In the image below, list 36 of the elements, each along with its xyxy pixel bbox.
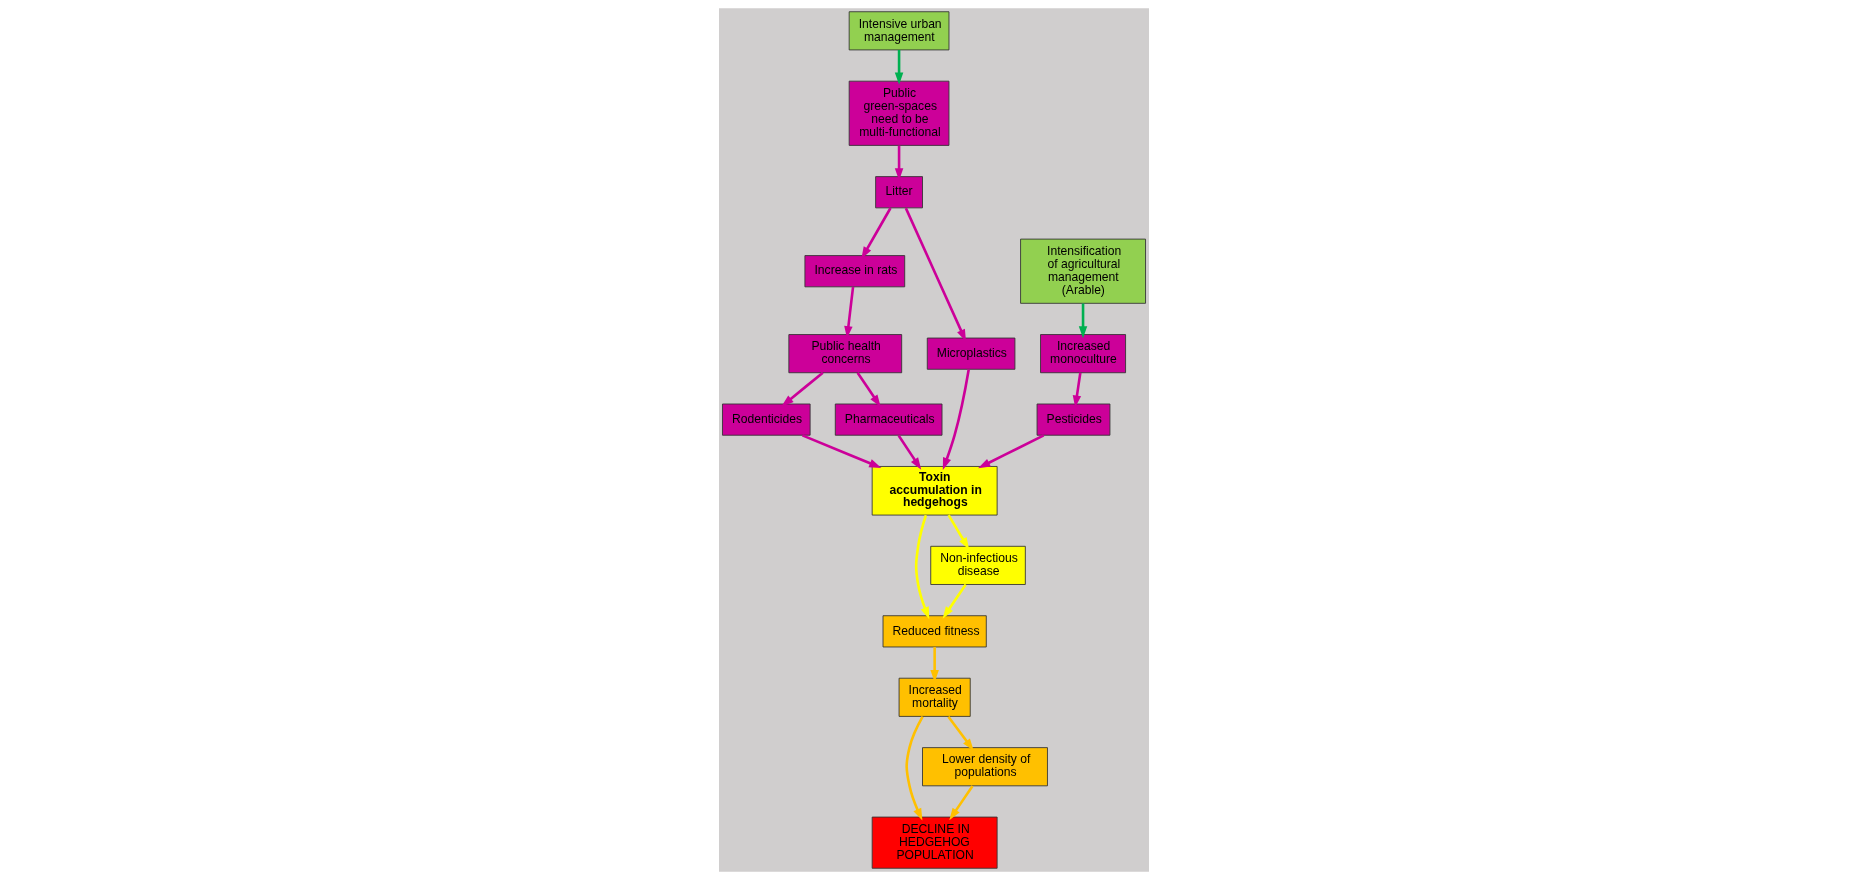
node-box: Reduced fitness [882,615,987,648]
arrow [914,514,930,620]
arrow [894,50,904,85]
node-box: Public green-spaces need to be multi-functional [848,80,950,146]
arrow [942,583,967,619]
node-box: DECLINE IN HEDGEHOG POPULATION [871,816,998,869]
arrow [942,369,970,470]
node-box: Increased monoculture [1040,334,1126,374]
arrow [894,145,904,181]
arrow [856,372,881,407]
node-box: Public health concerns [788,334,903,374]
arrow [1072,372,1082,408]
node-box: Rodenticides [722,403,811,436]
arrow [801,434,882,468]
node-box: Litter [875,176,923,209]
arrow [978,434,1045,469]
node-box: Increased mortality [898,677,971,717]
arrow [905,716,924,821]
arrow [947,514,970,550]
node-box: Intensification of agricultural management (Arable) [1020,238,1146,304]
arrow [1078,303,1088,339]
node-box: Non-infectious disease [930,545,1026,585]
arrow [904,207,966,342]
node-box: Microplastics [926,337,1016,370]
arrow [861,207,892,259]
arrow [781,371,824,407]
arrow [949,785,974,821]
arrow [844,286,855,339]
node-box: Pesticides [1036,403,1111,436]
arrow [947,715,974,751]
arrow [897,434,922,470]
node-box: Intensive urban management [848,11,950,51]
node-box: Increase in rats [804,255,906,288]
node-box: Toxin accumulation in hedgehogs [871,466,998,516]
node-box: Pharmaceuticals [834,403,943,436]
node-box: Lower density of populations [922,747,1048,787]
